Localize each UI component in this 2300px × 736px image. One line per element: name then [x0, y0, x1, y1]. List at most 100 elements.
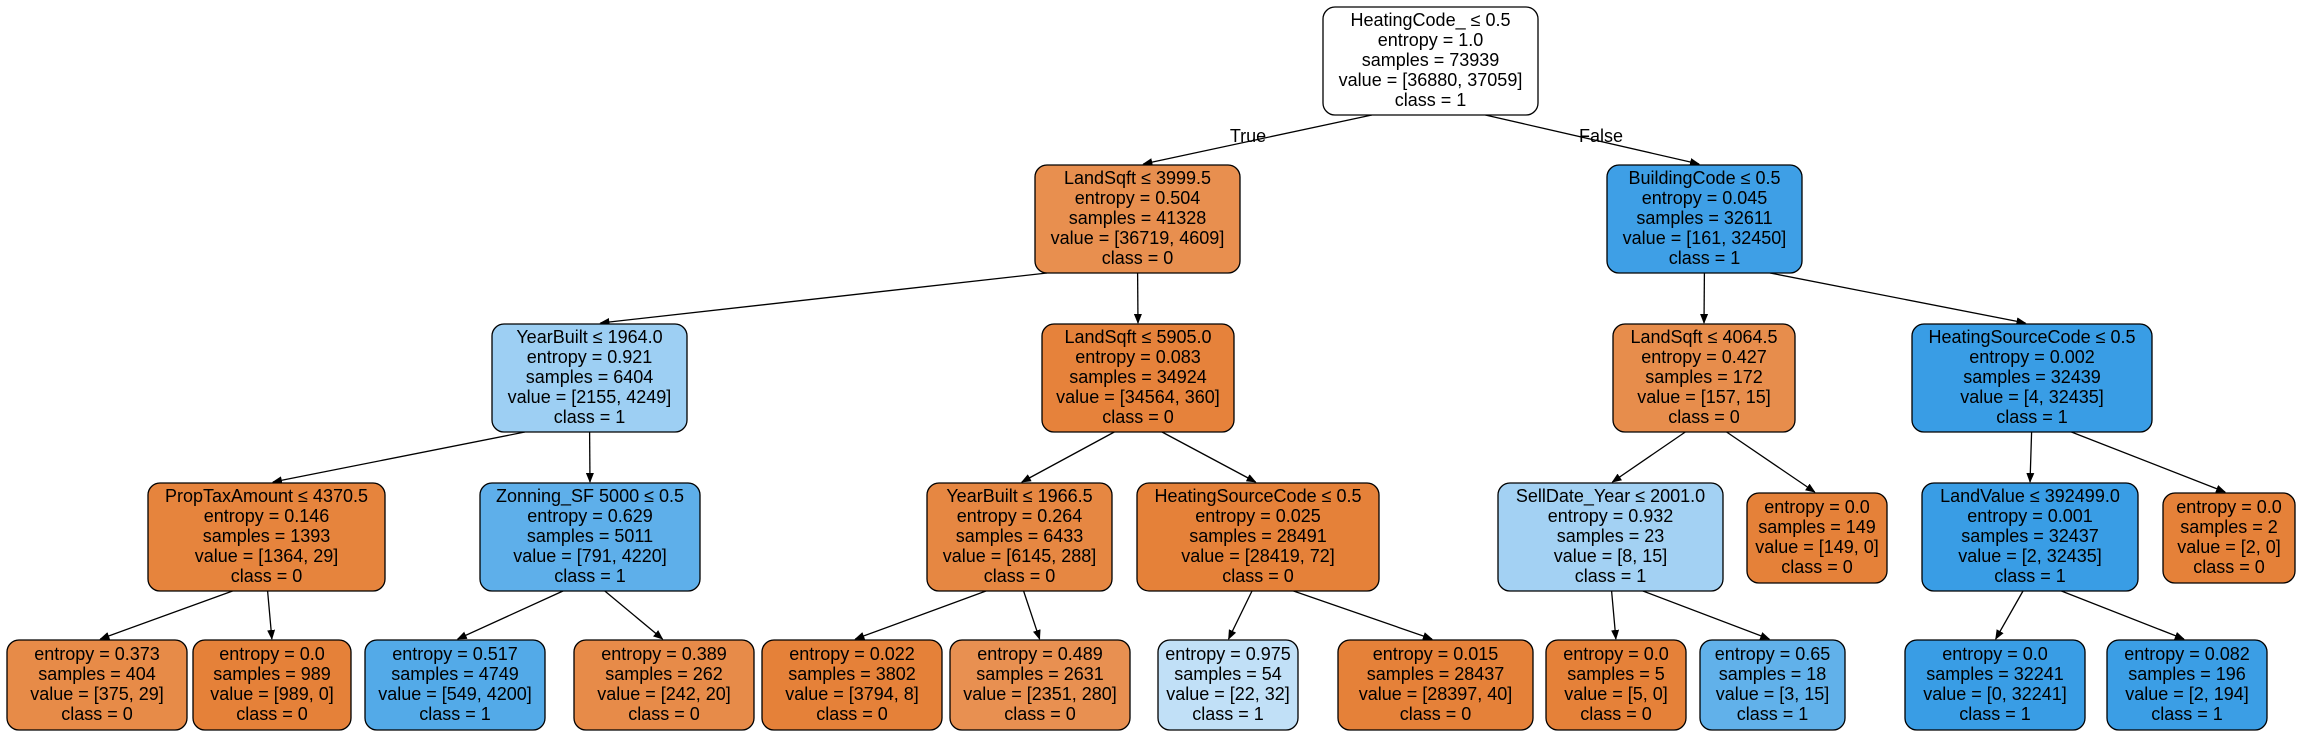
node-box — [1497, 482, 1724, 592]
node-line: value = [149, 0] — [1755, 537, 1879, 557]
node-line: class = 1 — [1669, 248, 1741, 268]
node-box — [491, 323, 688, 433]
node-line: HeatingSourceCode ≤ 0.5 — [1154, 486, 1361, 506]
node-line: value = [36719, 4609] — [1051, 228, 1225, 248]
node-line: class = 0 — [1400, 704, 1472, 724]
node-line: SellDate_Year ≤ 2001.0 — [1516, 486, 1705, 507]
node-line: entropy = 1.0 — [1378, 30, 1484, 50]
node-line: samples = 54 — [1174, 664, 1282, 684]
node-box — [1322, 6, 1539, 116]
node-line: samples = 404 — [38, 664, 156, 684]
node-line: class = 0 — [1004, 704, 1076, 724]
node-line: samples = 41328 — [1069, 208, 1207, 228]
edge-n13-n26 — [2061, 590, 2185, 640]
node-line: entropy = 0.489 — [977, 644, 1103, 664]
edge-n6-n13 — [2026, 431, 2035, 483]
node-line: YearBuilt ≤ 1966.5 — [946, 486, 1092, 506]
node-box — [1606, 164, 1803, 274]
node-line: samples = 34924 — [1069, 367, 1207, 387]
edge-n5-n12 — [1726, 431, 1816, 493]
node-line: samples = 262 — [605, 664, 723, 684]
edge-n6-n14 — [2071, 431, 2226, 493]
node-box — [1337, 639, 1534, 731]
node-line: class = 1 — [1192, 704, 1264, 724]
node-line: samples = 23 — [1557, 526, 1665, 546]
node-line: entropy = 0.0 — [219, 644, 325, 664]
node-line: entropy = 0.264 — [957, 506, 1083, 526]
node-line: value = [242, 20] — [597, 684, 731, 704]
node-line: samples = 4749 — [391, 664, 519, 684]
node-line: entropy = 0.083 — [1075, 347, 1201, 367]
node-line: samples = 28491 — [1189, 526, 1327, 546]
node-line: entropy = 0.629 — [527, 506, 653, 526]
node-line: value = [34564, 360] — [1056, 387, 1220, 407]
edge-n10-n21 — [1228, 590, 1253, 640]
node-line: class = 0 — [1102, 248, 1174, 268]
node-line: class = 1 — [554, 566, 626, 586]
edge-n4-n10 — [1161, 431, 1257, 483]
node-line: value = [5, 0] — [1564, 684, 1668, 704]
node-line: YearBuilt ≤ 1964.0 — [516, 327, 662, 347]
node-line: samples = 2631 — [976, 664, 1104, 684]
edge-n4-n9 — [1020, 431, 1115, 483]
node-line: value = [375, 29] — [30, 684, 164, 704]
node-line: entropy = 0.015 — [1373, 644, 1499, 664]
node-line: entropy = 0.0 — [1764, 497, 1870, 517]
node-line: value = [28419, 72] — [1181, 546, 1335, 566]
node-line: samples = 6433 — [956, 526, 1084, 546]
node-box — [192, 639, 352, 731]
node-line: class = 1 — [1737, 704, 1809, 724]
node-line: value = [28397, 40] — [1359, 684, 1513, 704]
node-line: class = 1 — [419, 704, 491, 724]
node-line: entropy = 0.389 — [601, 644, 727, 664]
node-box — [1041, 323, 1235, 433]
node-line: entropy = 0.0 — [2176, 497, 2282, 517]
edge-n7-n16 — [266, 590, 276, 640]
node-line: entropy = 0.082 — [2124, 644, 2250, 664]
node-line: value = [1364, 29] — [195, 546, 339, 566]
node-line: samples = 1393 — [203, 526, 331, 546]
edge-n0-n1 — [1142, 114, 1373, 167]
node-box — [1921, 482, 2139, 592]
node-line: value = [3794, 8] — [785, 684, 919, 704]
node-line: class = 0 — [1102, 407, 1174, 427]
node-line: entropy = 0.373 — [34, 644, 160, 664]
node-box — [2106, 639, 2268, 731]
node-line: value = [3, 15] — [1716, 684, 1830, 704]
node-line: value = [2155, 4249] — [508, 387, 672, 407]
node-line: entropy = 0.002 — [1969, 347, 2095, 367]
node-line: entropy = 0.001 — [1967, 506, 2093, 526]
edge-n2-n6 — [1769, 272, 2027, 326]
node-line: entropy = 0.146 — [204, 506, 330, 526]
node-line: class = 1 — [1575, 566, 1647, 586]
node-line: class = 1 — [1994, 566, 2066, 586]
node-line: LandSqft ≤ 5905.0 — [1065, 327, 1212, 347]
node-line: entropy = 0.025 — [1195, 506, 1321, 526]
node-line: class = 0 — [816, 704, 888, 724]
node-line: samples = 6404 — [526, 367, 654, 387]
node-line: LandSqft ≤ 4064.5 — [1631, 327, 1778, 347]
node-line: HeatingSourceCode ≤ 0.5 — [1928, 327, 2135, 347]
node-line: samples = 32437 — [1961, 526, 2099, 546]
node-line: samples = 989 — [213, 664, 331, 684]
node-line: value = [4, 32435] — [1960, 387, 2104, 407]
node-line: value = [2, 32435] — [1958, 546, 2102, 566]
edge-n7-n15 — [99, 590, 233, 640]
edge-n11-n24 — [1642, 590, 1771, 640]
